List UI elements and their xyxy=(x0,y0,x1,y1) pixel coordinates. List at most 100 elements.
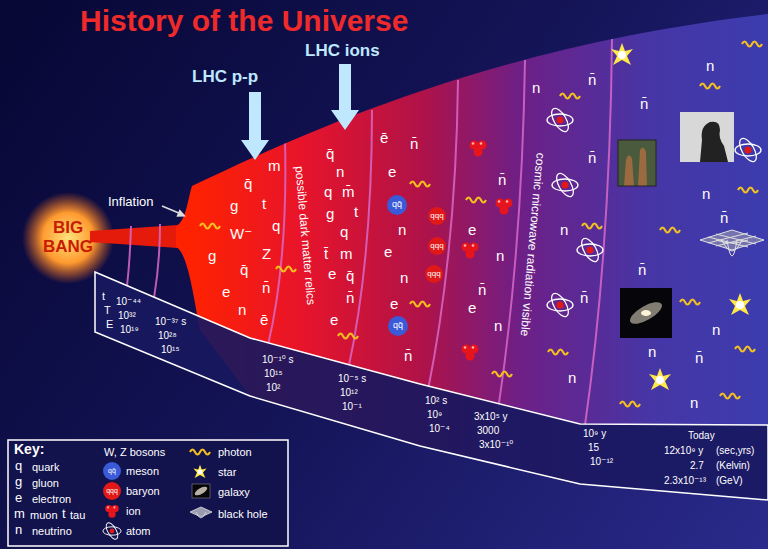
star-symbol xyxy=(611,43,751,390)
particle-symbol: n̄ xyxy=(695,350,703,367)
legend-text: meson xyxy=(126,465,159,477)
particle-symbol: W⁻ xyxy=(230,226,252,243)
particle-symbol: q xyxy=(324,184,332,201)
particle-symbol: q xyxy=(272,218,280,235)
axis-value: 10⁻¹⁰ s xyxy=(262,354,294,365)
galaxy-photo xyxy=(627,298,665,328)
axis-value: 10⁻³⁷ s xyxy=(155,316,186,327)
galaxy-photo xyxy=(620,288,672,338)
axis-value: 2.3x10⁻¹³ xyxy=(664,475,706,486)
inflation-pointer xyxy=(176,209,186,216)
particle-symbol: n̄ xyxy=(410,136,418,153)
particle-symbol: n xyxy=(706,58,714,75)
axis-value: 10⁻¹ xyxy=(342,401,362,412)
particle-symbol: q̄ xyxy=(244,176,252,193)
legend-text: baryon xyxy=(126,485,160,497)
axis-letter: T xyxy=(104,304,111,316)
legend-text: atom xyxy=(126,525,150,537)
particle-symbol: n xyxy=(400,270,408,287)
particle-symbol: q̄ xyxy=(240,262,248,279)
axis-value: (sec,yrs) xyxy=(716,445,754,456)
diagram-title: History of the Universe xyxy=(80,4,408,37)
particle-symbol: e xyxy=(328,266,336,283)
photon-symbol xyxy=(548,350,568,355)
axis-value: 10⁻⁴ xyxy=(429,423,450,434)
legend-text: photon xyxy=(218,446,252,458)
axis-value: Today xyxy=(688,430,715,441)
black-hole-symbol xyxy=(708,233,756,247)
legend-box xyxy=(190,507,212,517)
particle-symbol: m xyxy=(340,246,353,263)
epoch-boundary xyxy=(127,226,131,286)
key-symbol: t xyxy=(62,507,66,521)
axis-value: 10⁻⁴⁴ xyxy=(116,296,141,307)
particle-symbol: n xyxy=(568,370,576,387)
particle-symbol: e xyxy=(390,296,398,313)
thinker-photo xyxy=(680,112,734,162)
particle-symbol: n̄ xyxy=(404,348,412,365)
axis-value: 10¹⁵ xyxy=(161,344,180,355)
galaxy-photo xyxy=(620,288,672,338)
legend-box xyxy=(196,512,206,518)
particle-symbol: g xyxy=(208,248,216,265)
particle-symbol: ē xyxy=(260,312,268,329)
photon-symbol xyxy=(276,267,296,272)
epoch-boundary xyxy=(154,224,160,298)
star-symbol xyxy=(649,368,671,390)
big-bang-label: BIG BANG xyxy=(38,219,98,256)
particle-symbol: n xyxy=(494,318,502,335)
axis-value: 3000 xyxy=(477,425,499,436)
particle-symbol: n xyxy=(702,186,710,203)
axis-value: 10² s xyxy=(425,395,447,406)
lhc-label: LHC ions xyxy=(305,42,380,61)
galaxy-photo xyxy=(641,310,651,316)
photon-symbol xyxy=(720,394,740,399)
legend-text: black hole xyxy=(218,508,268,520)
legend-text: galaxy xyxy=(218,486,250,498)
particle-symbol: t xyxy=(262,196,266,213)
legend-box xyxy=(8,440,288,546)
legend-text: W, Z bosons xyxy=(104,446,165,458)
legend-text: muon xyxy=(30,509,58,521)
axis-value: 10⁹ y xyxy=(583,428,606,439)
photon-symbol xyxy=(660,228,680,233)
axis-value: (Kelvin) xyxy=(716,460,750,471)
meson-symbol xyxy=(388,316,408,336)
particle-symbol: n̄ xyxy=(640,96,648,113)
atom-symbol xyxy=(735,136,761,165)
axis-value: 10¹⁹ xyxy=(120,324,139,335)
axis-value: 15 xyxy=(588,442,599,453)
particle-symbol: ē xyxy=(380,130,388,147)
nebula-photo xyxy=(624,147,647,186)
axis-letter: t xyxy=(102,290,105,302)
ion-symbol xyxy=(462,243,479,259)
photon-symbol xyxy=(735,347,755,352)
particle-symbol: t xyxy=(354,204,358,221)
axis-letter: E xyxy=(106,318,113,330)
meson-symbol xyxy=(387,195,408,336)
particle-symbol: e xyxy=(388,164,396,181)
axis-value: 10⁻⁵ s xyxy=(338,373,366,384)
meson-symbol xyxy=(387,195,407,215)
photon-symbol xyxy=(200,42,762,407)
atom-symbol xyxy=(547,291,573,320)
photon-symbol xyxy=(200,224,220,229)
star-symbol xyxy=(729,293,751,315)
axis-value: (GeV) xyxy=(716,475,743,486)
atom-symbol xyxy=(552,171,578,200)
lhc-arrow xyxy=(331,64,359,130)
legend-box xyxy=(103,482,121,500)
baryon-symbol xyxy=(428,237,446,255)
legend-text: tau xyxy=(70,509,85,521)
nebula-photo xyxy=(618,140,656,186)
axis-value: 2.7 xyxy=(690,460,704,471)
star-symbol xyxy=(611,43,633,65)
photon-symbol xyxy=(742,42,762,47)
particle-symbol: e xyxy=(330,312,338,329)
particle-symbol: n̄ xyxy=(346,290,354,307)
particle-symbol: m xyxy=(268,158,281,175)
particle-symbol: n̄ xyxy=(588,72,596,89)
legend-text: electron xyxy=(32,493,71,505)
baryon-symbol: qqq xyxy=(106,487,118,495)
